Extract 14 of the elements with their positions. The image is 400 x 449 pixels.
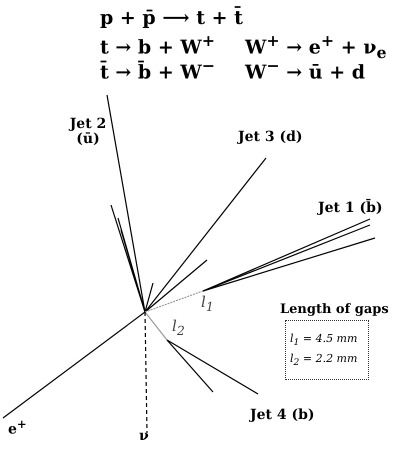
jet-label: Jet 3 (d) [238,130,303,146]
particle-label: e$^{+}$ [8,418,27,438]
equation: p + p̄ ⟶ t + t̄ [100,8,243,29]
equation: t → b + W$^{+}$ [100,32,215,58]
legend-heading: Length of gaps [280,302,389,317]
jet-label: Jet 2 (ū) [68,117,108,148]
jet-label: Jet 4 (b) [250,408,315,424]
gap-label: l$_{1}$ [201,294,214,314]
equation: t̄ → b̄ + W$^{−}$ [100,57,215,84]
gap-label: l$_{2}$ [172,318,185,338]
particle-label: ν [139,429,149,444]
gap-length-value: l$_{1}$ = 4.5 mm [290,332,358,348]
jet-label: Jet 1 (b̄) [318,201,383,216]
gap-length-value: l$_{2}$ = 2.2 mm [290,352,358,368]
